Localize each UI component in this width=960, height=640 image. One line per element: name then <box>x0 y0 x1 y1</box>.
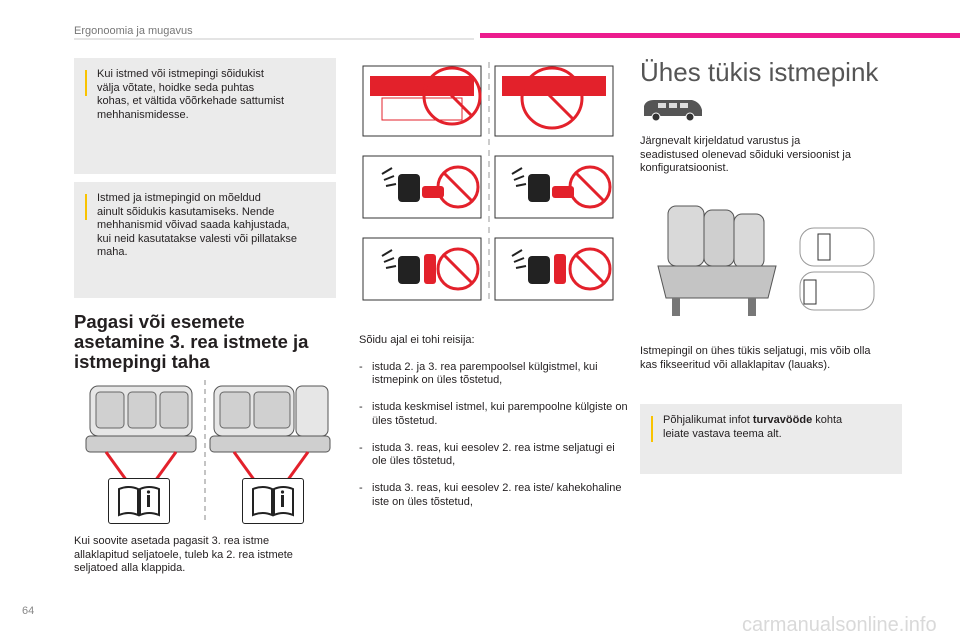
rear-bench-illustration <box>85 385 197 453</box>
prohibited-icon <box>436 247 480 291</box>
seat-fold-illustration <box>85 380 331 520</box>
rear-bench-illustration <box>209 385 331 453</box>
note-marker <box>651 416 653 442</box>
manual-book-icon <box>242 478 304 524</box>
page-title: Ühes tükis istmepink <box>640 57 879 87</box>
bench-seat-illustration <box>657 205 875 316</box>
body-text: Istmepingil on ühes tükis seljatugi, mis… <box>640 345 871 371</box>
pictogram-row <box>362 237 614 301</box>
list-intro: Sõidu ajal ei tohi reisija: <box>359 333 475 346</box>
list-item: -istuda keskmisel istmel, kui parempooln… <box>359 401 628 427</box>
header-rule <box>74 38 474 40</box>
emphasis: turvavööde <box>752 414 813 426</box>
prohibited-icon <box>436 165 480 209</box>
restriction-list: Sõidu ajal ei tohi reisija: -istuda 2. j… <box>359 320 629 523</box>
prohibited-icon <box>422 66 482 126</box>
prohibited-icon <box>568 165 612 209</box>
pictogram-row <box>362 155 614 219</box>
info-note: Kui istmed või istmepingi sõidukist välj… <box>74 58 336 174</box>
note-text: Põhjalikumat infot turvavööde kohta leia… <box>663 414 843 440</box>
watermark: carmanualsonline.info <box>742 614 937 636</box>
section-heading: Pagasi või esemete asetamine 3. rea istm… <box>74 311 309 372</box>
pictogram-row <box>362 65 614 137</box>
note-marker <box>85 70 87 96</box>
section-title: Ergonoomia ja mugavus <box>74 25 193 37</box>
prohibited-seating-illustration <box>362 62 614 304</box>
note-text: Kui istmed või istmepingi sõidukist välj… <box>97 68 285 121</box>
body-text: Kui soovite asetada pagasit 3. rea istme… <box>74 535 293 574</box>
list-item: -istuda 2. ja 3. rea parempoolsel külgis… <box>359 360 598 387</box>
list-item: -istuda 3. reas, kui eesolev 2. rea iste… <box>359 482 622 508</box>
page-number: 64 <box>22 605 35 617</box>
info-note: Põhjalikumat infot turvavööde kohta leia… <box>640 404 902 474</box>
vehicle-top-view <box>799 227 875 311</box>
manual-book-icon <box>108 478 170 524</box>
note-text: Istmed ja istmepingid on mõeldud ainult … <box>97 192 297 258</box>
header-accent-bar <box>480 33 960 38</box>
van-icon <box>644 100 702 122</box>
note-marker <box>85 194 87 220</box>
list-item: -istuda 3. reas, kui eesolev 2. rea istm… <box>359 441 615 468</box>
prohibited-icon <box>520 66 584 130</box>
prohibited-icon <box>568 247 612 291</box>
info-note: Istmed ja istmepingid on mõeldud ainult … <box>74 182 336 298</box>
intro-text: Järgnevalt kirjeldatud varustus ja seadi… <box>640 135 851 174</box>
